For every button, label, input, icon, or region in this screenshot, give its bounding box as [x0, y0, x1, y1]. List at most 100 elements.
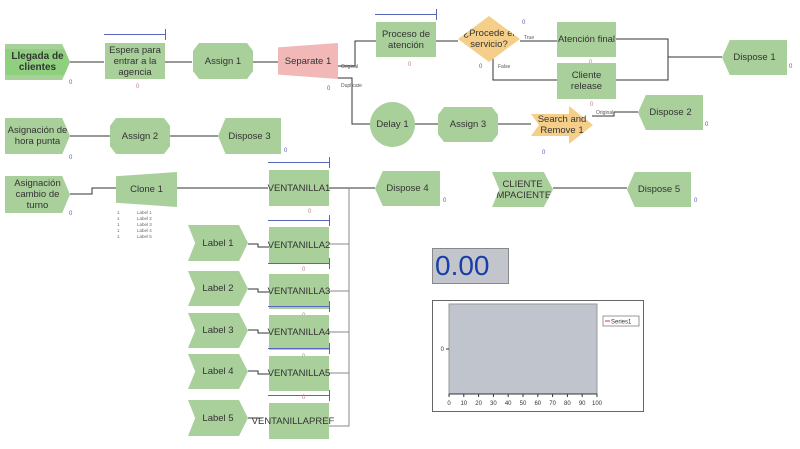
x-tick-label: 60 [534, 401, 541, 407]
plot-area [448, 303, 598, 395]
dispose-2[interactable]: Dispose 2 [638, 95, 703, 130]
queue-line [268, 258, 330, 269]
module-label: Proceso de atención [381, 28, 431, 51]
counter: 0 [590, 102, 594, 108]
process-proceso-atencion[interactable]: Proceso de atención [376, 22, 436, 57]
x-tick-label: 80 [564, 401, 571, 407]
create-cliente-impaciente[interactable]: CLIENTE IMPACIENTE [492, 172, 553, 207]
queue-line [104, 29, 166, 40]
create-llegada-clientes[interactable]: Llegada de clientes [5, 44, 70, 80]
module-label: Atención final [557, 34, 616, 45]
create-cambio-turno[interactable]: Asignación cambio de turno [5, 176, 70, 213]
x-tick-label: 40 [505, 401, 512, 407]
x-tick-label: 70 [549, 401, 556, 407]
connection-label-false: False [498, 64, 511, 70]
label-3[interactable]: Label 3 [188, 313, 248, 348]
connector [70, 187, 116, 195]
x-tick-label: 30 [490, 401, 497, 407]
x-tick-label: 20 [475, 401, 482, 407]
module-label: Asignación de hora punta [7, 125, 68, 147]
assign-2[interactable]: Assign 2 [110, 118, 170, 154]
assign-3[interactable]: Assign 3 [438, 107, 498, 142]
module-label: Cliente release [570, 70, 603, 92]
x-tick-label: 0 [447, 401, 451, 407]
dispose-3[interactable]: Dispose 3 [218, 118, 281, 154]
module-label: Label 3 [202, 325, 234, 336]
queue-line [268, 215, 330, 226]
module-label: Assign 3 [449, 119, 487, 130]
process-ventanilla4[interactable]: VENTANILLA4 [267, 315, 331, 350]
label-4[interactable]: Label 4 [188, 354, 248, 389]
module-label: Dispose 4 [386, 183, 429, 194]
counter: 0 [69, 155, 73, 161]
queue-line [268, 157, 330, 168]
module-label: VENTANILLA2 [267, 239, 331, 251]
module-label: Dispose 3 [228, 130, 271, 142]
label-5[interactable]: Label 5 [188, 400, 248, 436]
dispose-4[interactable]: Dispose 4 [375, 171, 440, 206]
counter: 0 [694, 198, 698, 204]
module-label: Label 2 [202, 283, 234, 294]
counter: 0 [479, 64, 483, 70]
module-label: VENTANILLA1 [267, 182, 331, 194]
counter: 0 [789, 64, 793, 70]
connector [248, 288, 270, 293]
scoreboard-display: 0.00 [432, 248, 509, 284]
assign-1[interactable]: Assign 1 [193, 43, 253, 79]
label-1[interactable]: Label 1 [188, 225, 248, 261]
counter: 0 [69, 80, 73, 86]
module-label: Dispose 5 [637, 184, 681, 195]
search-remove-arrow-icon [531, 106, 593, 144]
connector [248, 370, 270, 375]
connection-label-duplicate: Duplicate [341, 83, 362, 89]
module-label: Delay 1 [376, 119, 409, 130]
module-label: Search and Remove 1 [537, 114, 587, 136]
search-remove-shape[interactable] [531, 106, 593, 144]
connector [616, 38, 669, 81]
process-ventanilla3[interactable]: VENTANILLA3 [267, 274, 331, 309]
module-label: VENTANILLA3 [267, 286, 331, 297]
clone-1[interactable]: Clone 1 [116, 172, 177, 207]
module-label: Asignación cambio de turno [14, 178, 61, 211]
module-label: Label 1 [202, 237, 234, 249]
process-ventanilla1[interactable]: VENTANILLA1 [267, 170, 331, 206]
process-espera[interactable]: Espera para entrar a la agencia [105, 43, 165, 79]
connector [338, 77, 370, 125]
module-label: Dispose 1 [733, 52, 776, 63]
search-remove-1[interactable]: Search and Remove 1 [531, 106, 593, 144]
release-cliente[interactable]: Cliente release [557, 63, 616, 99]
delay-1[interactable]: Delay 1 [370, 102, 415, 147]
module-label: VENTANILLA5 [267, 368, 331, 379]
counter: 0 [302, 267, 306, 273]
process-atencion-final[interactable]: Atención final [557, 22, 616, 57]
create-hora-punta[interactable]: Asignación de hora punta [5, 118, 70, 154]
dispose-5[interactable]: Dispose 5 [627, 172, 691, 207]
counter: 0 [284, 148, 288, 154]
x-tick-label: 100 [592, 401, 603, 407]
process-ventanilla5[interactable]: VENTANILLA5 [267, 356, 331, 391]
counter: 0 [705, 122, 709, 128]
module-label: Clone 1 [130, 184, 163, 195]
legend-box [602, 315, 640, 327]
legend-label: Series1 [611, 320, 632, 326]
label-2[interactable]: Label 2 [188, 271, 248, 306]
module-label: Llegada de clientes [5, 49, 70, 75]
module-label: CLIENTE IMPACIENTE [493, 178, 552, 201]
process-ventanillapref[interactable]: VENTANILLAPREF [252, 403, 334, 439]
queue-line [375, 9, 437, 20]
connector [248, 243, 270, 248]
module-label: Assign 1 [204, 55, 242, 67]
x-tick-label: 10 [460, 401, 467, 407]
counter: 0 [302, 395, 306, 401]
process-ventanilla2[interactable]: VENTANILLA2 [267, 227, 331, 263]
queue-line [268, 301, 330, 312]
dispose-1[interactable]: Dispose 1 [722, 40, 787, 75]
connection-label-search-original: Original [596, 110, 614, 116]
connection-label-true: True [524, 35, 535, 41]
module-label: VENTANILLA4 [267, 327, 331, 338]
separate-1[interactable]: Separate 1 [278, 43, 338, 79]
connector [592, 111, 638, 117]
